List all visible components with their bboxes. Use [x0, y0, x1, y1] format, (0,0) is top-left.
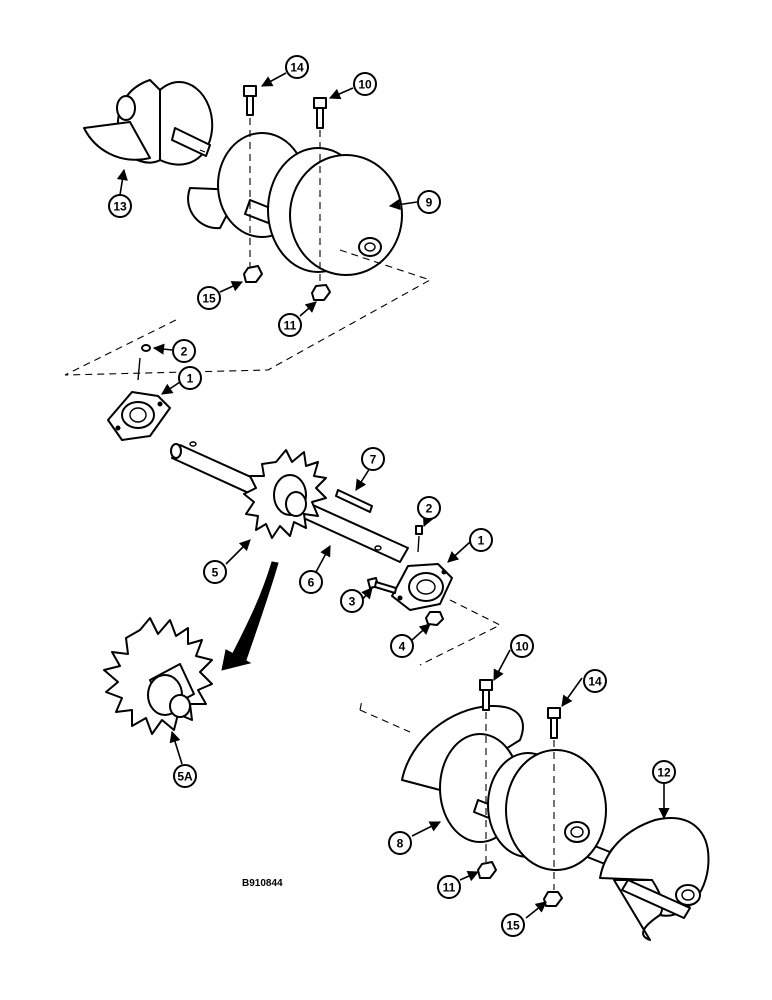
- callout-11-lower: 11: [437, 875, 461, 899]
- svg-text:4: 4: [399, 640, 406, 654]
- part-13-end-flight: [83, 79, 214, 166]
- part-7-key: [335, 489, 373, 513]
- part-8-auger-flighting: [401, 704, 611, 871]
- lower-auger-assembly: [401, 679, 710, 941]
- callout-6: 6: [299, 570, 323, 594]
- part-12-end-flight: [599, 817, 710, 941]
- svg-text:9: 9: [426, 196, 433, 210]
- nut-15-upper: [243, 265, 263, 283]
- callout-5: 5: [203, 560, 227, 584]
- nut-11-upper: [311, 284, 331, 301]
- callout-14-upper: 14: [285, 55, 309, 79]
- svg-text:15: 15: [202, 292, 216, 306]
- svg-text:2: 2: [181, 345, 188, 359]
- figure-id: B910844: [242, 878, 283, 889]
- leader-lines: [116, 72, 670, 919]
- callout-10-upper: 10: [353, 72, 377, 96]
- bolt-14-upper: [243, 85, 257, 270]
- callout-10-lower: 10: [510, 634, 534, 658]
- callout-4: 4: [390, 634, 414, 658]
- part-5A-sprocket: [103, 617, 213, 735]
- callout-7: 7: [361, 447, 385, 471]
- part-1-bearing-left: [107, 391, 171, 441]
- svg-text:11: 11: [443, 881, 456, 895]
- svg-text:6: 6: [308, 576, 315, 590]
- callout-3: 3: [340, 589, 364, 613]
- svg-text:15: 15: [506, 919, 520, 933]
- callout-1-lower: 1: [469, 528, 493, 552]
- callout-9: 9: [417, 190, 441, 214]
- callout-15-upper: 15: [197, 286, 221, 310]
- bolt-10-lower: [479, 679, 493, 862]
- svg-text:5A: 5A: [177, 770, 193, 784]
- svg-text:1: 1: [478, 534, 485, 548]
- callout-5A: 5A: [173, 764, 197, 788]
- bolt-14-lower: [547, 707, 561, 890]
- callout-8: 8: [388, 831, 412, 855]
- svg-text:14: 14: [290, 61, 304, 75]
- svg-text:3: 3: [349, 595, 356, 609]
- svg-text:14: 14: [588, 675, 602, 689]
- part-2-setscrew-right: [415, 525, 423, 553]
- svg-text:5: 5: [212, 566, 219, 580]
- callout-14-lower: 14: [583, 669, 607, 693]
- part-3-bolt: [367, 577, 397, 594]
- svg-text:7: 7: [370, 453, 377, 467]
- part-5-sprocket: [243, 449, 327, 539]
- upper-auger-assembly: [64, 79, 432, 376]
- svg-text:13: 13: [113, 200, 127, 214]
- part-4-nut: [425, 611, 444, 626]
- bolt-10-upper: [313, 97, 327, 285]
- center-shaft-assembly: [103, 344, 502, 735]
- callout-13: 13: [108, 194, 132, 218]
- callouts: 14 10 13 9 15 11 2 1: [108, 55, 676, 937]
- callout-1-upper: 1: [178, 366, 202, 390]
- callout-2-upper: 2: [172, 339, 196, 363]
- callout-2-lower: 2: [417, 496, 441, 520]
- part-9-auger-flighting: [187, 132, 403, 276]
- svg-text:12: 12: [657, 766, 671, 780]
- svg-text:10: 10: [515, 640, 529, 654]
- svg-text:8: 8: [397, 837, 404, 851]
- detail-arrow: [221, 561, 279, 671]
- part-2-setscrew-left: [137, 344, 151, 381]
- callout-11-upper: 11: [278, 313, 302, 337]
- svg-text:1: 1: [187, 372, 194, 386]
- nut-11-lower: [477, 861, 497, 879]
- callout-12: 12: [652, 760, 676, 784]
- nut-15-lower: [543, 891, 563, 907]
- part-1-bearing-right: [391, 563, 453, 611]
- svg-text:11: 11: [284, 319, 297, 333]
- svg-text:2: 2: [426, 502, 433, 516]
- svg-text:10: 10: [358, 78, 372, 92]
- callout-15-lower: 15: [501, 913, 525, 937]
